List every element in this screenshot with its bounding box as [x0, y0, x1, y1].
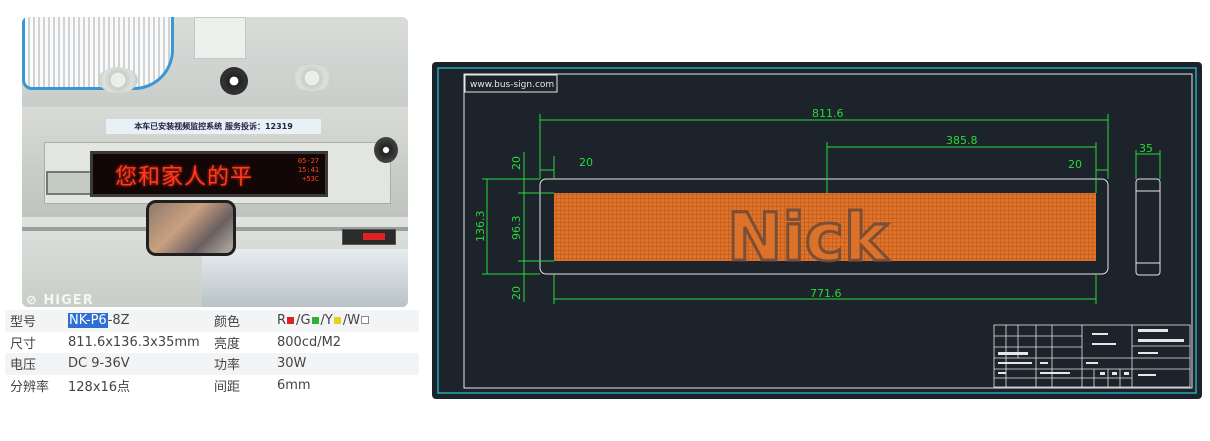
spec-label: 功率 — [209, 353, 272, 375]
spec-label: 间距 — [209, 374, 272, 396]
cad-drawing: www.bus-sign.com Nick 811.6 385.8 2 — [432, 62, 1202, 399]
bus-interior-photo: 本车已安装视频监控系统 服务投诉：12319 您和家人的平 05-27 15:4… — [22, 17, 408, 307]
led-temperature: +53C — [302, 175, 319, 183]
led-status: 05-27 15:41 +53C — [298, 157, 319, 184]
dim-offset-width: 385.8 — [946, 134, 978, 147]
brand-watermark: ⊘ HIGER — [26, 293, 94, 307]
color-swatch-w — [361, 316, 370, 325]
spec-value: 800cd/M2 — [272, 331, 419, 353]
spec-label: 尺寸 — [5, 331, 63, 353]
color-sep: / — [342, 313, 348, 329]
spec-label: 分辨率 — [5, 374, 63, 396]
color-swatch-g — [311, 316, 319, 324]
color-letter-y: Y — [324, 313, 333, 329]
led-display-area — [554, 193, 1096, 261]
spec-label: 电压 — [5, 353, 63, 375]
monitoring-notice: 本车已安装视频监控系统 服务投诉：12319 — [106, 119, 321, 134]
model-value: NK-P6-8Z — [63, 310, 209, 332]
color-letter-g: G — [300, 313, 311, 329]
title-block — [993, 324, 1191, 388]
dim-top-margin: 20 — [510, 156, 523, 170]
model-highlight: NK-P6 — [68, 313, 108, 329]
spec-row-model: 型号 NK-P6-8Z 颜色 R/G/Y/W — [5, 310, 419, 332]
spec-value: 128x16点 — [63, 374, 209, 396]
spec-row-size: 尺寸 811.6x136.3x35mm 亮度 800cd/M2 — [5, 331, 419, 353]
title-block-marks — [998, 329, 1184, 376]
small-display — [46, 171, 94, 195]
dim-depth: 35 — [1139, 142, 1153, 155]
spec-value: 6mm — [272, 374, 419, 396]
color-letter-r: R — [277, 313, 287, 329]
dim-total-height: 136.3 — [474, 211, 487, 243]
color-options: R/G/Y/W — [272, 310, 419, 332]
led-sign: 您和家人的平 05-27 15:41 +53C — [90, 151, 328, 197]
spec-row-resolution: 分辨率 128x16点 间距 6mm — [5, 374, 419, 396]
dim-bottom-margin: 20 — [510, 286, 523, 300]
dome-camera — [220, 67, 248, 95]
spec-label: 亮度 — [209, 331, 272, 353]
spec-table: 型号 NK-P6-8Z 颜色 R/G/Y/W 尺寸 811.6x136.3x35… — [5, 310, 419, 396]
dim-display-width: 771.6 — [810, 287, 842, 300]
url-label-box — [464, 74, 558, 93]
dim-display-height: 96.3 — [510, 216, 523, 241]
color-swatch-y — [333, 316, 341, 324]
url-label: www.bus-sign.com — [470, 80, 554, 90]
led-time: 15:41 — [297, 166, 319, 174]
ceiling-light — [194, 17, 246, 59]
dim-left-margin: 20 — [579, 156, 593, 169]
dim-right-margin: 20 — [1068, 158, 1082, 171]
spec-row-voltage: 电压 DC 9-36V 功率 30W — [5, 353, 419, 375]
led-date: 05-27 — [297, 157, 319, 165]
spec-value: DC 9-36V — [63, 353, 209, 375]
spec-value: 30W — [272, 353, 419, 375]
color-sep: / — [296, 313, 301, 329]
model-suffix: -8Z — [107, 313, 130, 329]
color-sep: / — [320, 313, 325, 329]
fare-meter — [342, 229, 396, 245]
spec-value: 811.6x136.3x35mm — [63, 331, 209, 353]
dim-total-width: 811.6 — [812, 107, 844, 120]
side-camera — [374, 137, 398, 163]
spec-label: 型号 — [5, 310, 63, 332]
side-view — [1135, 178, 1161, 276]
color-swatch-r — [287, 316, 295, 324]
drawing-border-inner — [463, 73, 1193, 389]
color-letter-w: W — [347, 313, 361, 329]
windshield-glass — [202, 249, 408, 307]
sign-outline — [539, 178, 1109, 275]
drawing-border-outer — [437, 67, 1197, 394]
sign-logo: Nick — [727, 199, 890, 276]
interior-mirror — [146, 200, 236, 256]
watermark-text: HIGER — [43, 293, 94, 307]
ceiling-speaker-right — [292, 65, 332, 91]
led-scroll-text: 您和家人的平 — [115, 165, 254, 190]
ceiling-speaker-left — [98, 67, 138, 93]
spec-label: 颜色 — [209, 310, 272, 332]
